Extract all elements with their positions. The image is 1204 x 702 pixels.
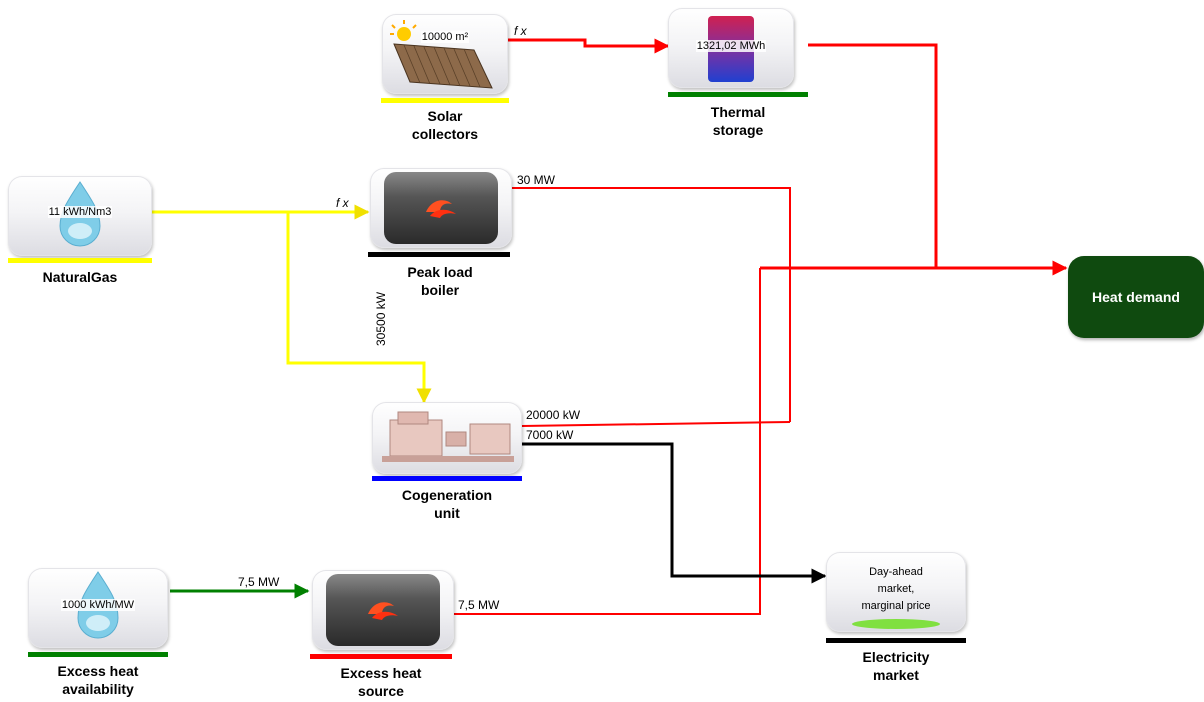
excess-availability-bar [28, 652, 168, 657]
electricity-market-node[interactable]: Day-ahead market, marginal price [826, 552, 966, 632]
flow-chp-power[interactable] [522, 444, 825, 576]
market-description: Day-ahead market, marginal price [826, 564, 966, 615]
flow-solar-to-storage[interactable] [508, 40, 668, 46]
boiler-status-bar [368, 252, 510, 257]
gas-status-bar [8, 258, 152, 263]
engine-generator-icon [372, 402, 522, 474]
chp-heat-flow-label: 20000 kW [526, 408, 580, 422]
boiler-flow-label: 30 MW [517, 173, 555, 187]
gas-chp-flow-label: 30500 kW [374, 292, 388, 346]
excess-source-node[interactable] [312, 570, 454, 650]
solar-panel-icon [382, 14, 508, 94]
solar-status-bar [381, 98, 509, 103]
heat-demand-label: Heat demand [1092, 289, 1180, 305]
solar-flow-label: f x [514, 24, 527, 38]
chp-power-flow-label: 7000 kW [526, 428, 573, 442]
natural-gas-node[interactable]: 11 kWh/Nm3 [8, 176, 152, 256]
flow-chp-heat[interactable] [522, 422, 790, 426]
storage-energy-value: 1321,02 MWh [696, 40, 766, 52]
heat-demand-node[interactable]: Heat demand [1068, 256, 1204, 338]
excess-availability-node[interactable]: 1000 kWh/MW [28, 568, 168, 648]
solar-collectors-node[interactable]: 10000 m² [382, 14, 508, 94]
storage-status-bar [668, 92, 808, 97]
flow-boiler-to-demand[interactable] [512, 188, 790, 422]
gas-energy-value: 11 kWh/Nm3 [48, 206, 113, 218]
chp-status-bar [372, 476, 522, 481]
peak-boiler-node[interactable] [370, 168, 512, 248]
excess-availability-value: 1000 kWh/MW [61, 599, 135, 611]
boiler-cylinder-icon [312, 570, 454, 650]
source-flow-label: 7,5 MW [458, 598, 499, 612]
avail-flow-label: 7,5 MW [238, 575, 279, 589]
gas-boiler-flow-label: f x [336, 196, 349, 210]
solar-area-value: 10000 m² [421, 31, 469, 43]
boiler-cylinder-icon [370, 168, 512, 248]
market-status-bar [826, 638, 966, 643]
excess-source-bar [310, 654, 452, 659]
flow-storage-to-demand[interactable] [808, 45, 936, 268]
natural-gas-label: NaturalGas [0, 268, 160, 286]
cogeneration-node[interactable] [372, 402, 522, 474]
thermal-storage-node[interactable]: 1321,02 MWh [668, 8, 794, 88]
